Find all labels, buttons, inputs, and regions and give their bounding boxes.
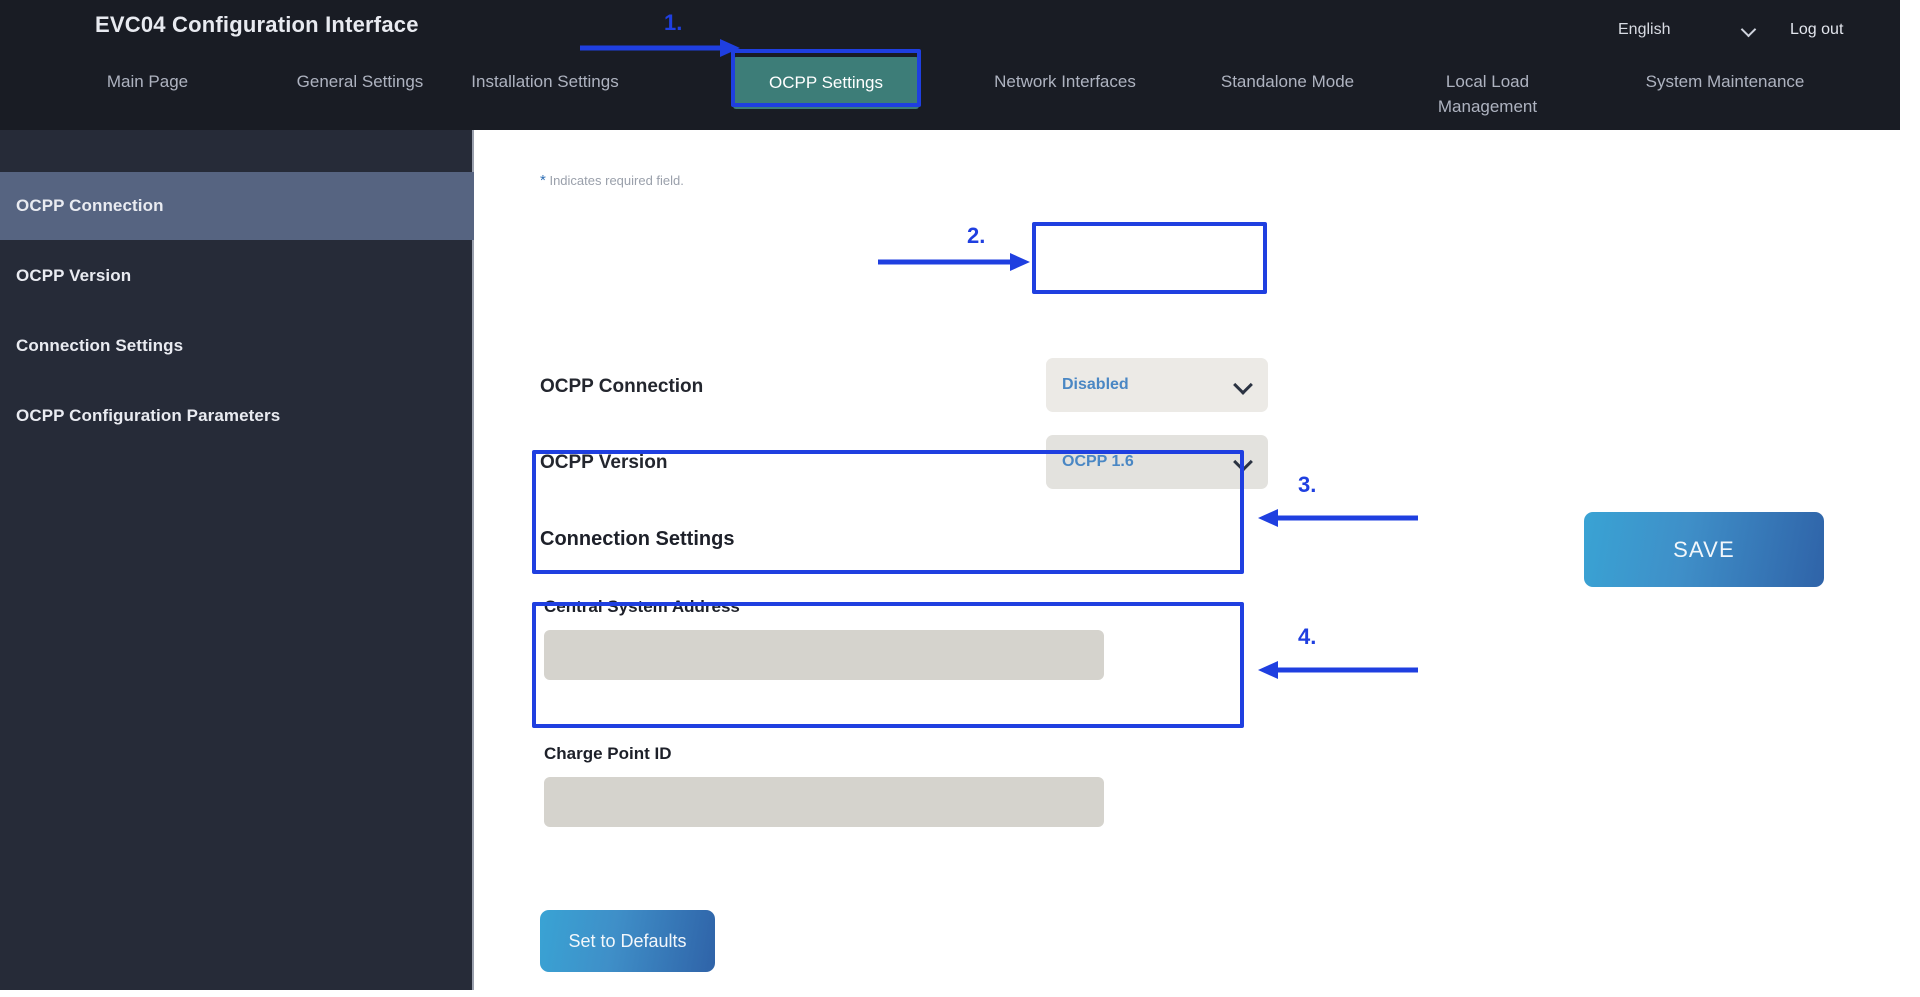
sidebar: OCPP Connection OCPP Version Connection …	[0, 130, 474, 990]
field-central-system-address-label: Central System Address	[544, 597, 740, 616]
charge-point-id-input[interactable]	[544, 777, 1104, 827]
label-ocpp-version: OCPP Version	[540, 452, 668, 473]
annotation-arrow-3	[1258, 509, 1418, 527]
required-field-note: * Indicates required field.	[540, 172, 684, 189]
label-ocpp-connection: OCPP Connection	[540, 376, 704, 397]
dropdown-ocpp-connection[interactable]: Disabled	[1046, 358, 1268, 412]
annotation-marker-3: 3.	[1298, 472, 1317, 497]
field-charge-point-id: Charge Point ID	[534, 732, 1114, 842]
tab-main-page[interactable]: Main Page	[106, 72, 189, 91]
tab-ocpp-settings[interactable]: OCPP Settings	[733, 57, 919, 109]
logout-button[interactable]: Log out	[1790, 21, 1844, 38]
annotation-arrow-2	[878, 253, 1030, 271]
tab-installation-settings[interactable]: Installation Settings	[471, 72, 619, 91]
dropdown-ocpp-version[interactable]: OCPP 1.6	[1046, 435, 1268, 489]
top-header-bar: EVC04 Configuration Interface English Lo…	[0, 0, 1900, 130]
section-title-connection-settings: Connection Settings	[540, 528, 735, 550]
annotation-marker-4: 4.	[1298, 624, 1317, 649]
field-charge-point-id-label: Charge Point ID	[544, 744, 672, 763]
sidebar-item-ocpp-version[interactable]: OCPP Version	[16, 266, 132, 285]
required-field-text: Indicates required field.	[549, 173, 684, 188]
save-button[interactable]: SAVE	[1584, 512, 1824, 587]
tab-network-interfaces[interactable]: Network Interfaces	[994, 72, 1136, 91]
tab-system-maintenance[interactable]: System Maintenance	[1645, 72, 1805, 91]
chevron-down-icon	[1236, 455, 1250, 469]
primary-nav: Main Page General Settings Installation …	[0, 55, 1900, 130]
tab-general-settings[interactable]: General Settings	[296, 72, 424, 91]
sidebar-item-connection-settings[interactable]: Connection Settings	[16, 336, 184, 355]
page-title: EVC04 Configuration Interface	[95, 12, 419, 37]
language-selector[interactable]: English	[1600, 10, 1775, 50]
set-to-defaults-button[interactable]: Set to Defaults	[540, 910, 715, 972]
language-selector-label: English	[1618, 21, 1671, 38]
dropdown-ocpp-connection-value: Disabled	[1062, 376, 1129, 393]
field-central-system-address: Central System Address	[534, 585, 1114, 695]
tab-local-load-management[interactable]: Local Load Management	[1437, 72, 1538, 116]
sidebar-item-ocpp-configuration-parameters[interactable]: OCPP Configuration Parameters	[16, 406, 281, 425]
chevron-down-icon	[1236, 378, 1250, 392]
sidebar-item-ocpp-connection[interactable]: OCPP Connection	[0, 172, 474, 240]
central-system-address-input[interactable]	[544, 630, 1104, 680]
dropdown-ocpp-version-value: OCPP 1.6	[1062, 453, 1134, 470]
required-asterisk: *	[540, 172, 546, 189]
chevron-down-icon	[1741, 22, 1757, 38]
annotation-arrow-1	[580, 39, 740, 57]
main-content: * Indicates required field. OCPP Connect…	[474, 130, 1920, 997]
annotation-marker-1: 1.	[664, 10, 683, 35]
annotation-arrow-4	[1258, 661, 1418, 679]
annotation-marker-2: 2.	[967, 223, 986, 248]
tab-standalone-mode[interactable]: Standalone Mode	[1220, 72, 1355, 91]
